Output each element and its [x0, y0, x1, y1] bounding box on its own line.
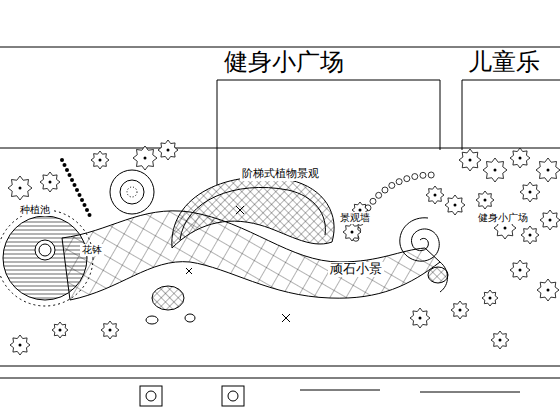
tree-symbol — [426, 186, 444, 204]
walkway — [62, 211, 440, 300]
tree-center — [19, 187, 22, 190]
tree-symbol — [510, 260, 530, 280]
tree-row — [60, 158, 434, 241]
shrub-dot — [85, 208, 89, 212]
area-label: 顽石小景 — [328, 262, 384, 277]
shrub-dot — [370, 198, 376, 204]
tree-symbol — [476, 191, 494, 209]
tree-center — [434, 194, 437, 197]
tree-center — [499, 339, 502, 342]
tree-center — [99, 159, 102, 162]
tree-symbol — [491, 331, 509, 349]
stepped-planting — [172, 177, 334, 248]
tree-center — [519, 157, 522, 160]
shrub-dot — [73, 183, 77, 187]
shrub-dot — [396, 179, 402, 185]
area-label: 花钵 — [80, 244, 104, 256]
trees — [8, 140, 560, 355]
area-label: 健身小广场 — [476, 212, 530, 224]
shrub-dot — [376, 192, 382, 198]
tree-center — [469, 159, 472, 162]
area-title: 儿童乐 — [466, 49, 542, 77]
tree-center — [109, 329, 112, 332]
area-label: 阶梯式植物景观 — [240, 168, 321, 181]
tree-symbol — [483, 158, 507, 182]
tree-symbol — [410, 308, 430, 328]
spiral-feature — [400, 218, 448, 292]
tree-symbol — [537, 279, 559, 301]
round-seating — [110, 170, 154, 214]
rocks — [146, 206, 448, 324]
tree-center — [419, 317, 422, 320]
area-title: 健身小广场 — [222, 49, 346, 77]
tree-center — [484, 199, 487, 202]
shrub-dot — [60, 158, 64, 162]
shrub-dot — [78, 193, 82, 197]
tree-center — [459, 309, 462, 312]
tree-center — [49, 181, 52, 184]
shrub-dot — [68, 173, 72, 177]
tree-center — [351, 231, 354, 234]
tree-symbol — [91, 151, 109, 169]
area-label: 景观墙 — [338, 212, 372, 224]
site-frame — [0, 47, 560, 366]
tree-symbol — [133, 146, 157, 170]
shrub-dot — [382, 187, 388, 193]
shrub-dot — [63, 163, 67, 167]
shrub-dot — [420, 172, 426, 178]
tree-symbol — [445, 195, 465, 215]
tree-center — [547, 169, 550, 172]
tree-center — [144, 157, 147, 160]
tree-symbol — [510, 148, 530, 168]
shrub-dot — [389, 182, 395, 188]
tree-center — [494, 169, 497, 172]
tree-symbol — [536, 158, 560, 182]
shrub-dot — [70, 178, 74, 182]
tree-symbol — [8, 176, 32, 200]
shrub-dot — [80, 198, 84, 202]
tree-center — [489, 297, 492, 300]
circular-plaza — [0, 210, 93, 306]
tree-symbol — [520, 182, 540, 202]
tree-center — [454, 204, 457, 207]
tree-center — [549, 219, 552, 222]
area-label: 种植池 — [18, 204, 52, 216]
tree-symbol — [101, 321, 119, 339]
tree-symbol — [158, 140, 178, 160]
shrub-dot — [412, 174, 418, 180]
shrub-dot — [428, 172, 434, 178]
tree-center — [167, 149, 170, 152]
tree-center — [19, 344, 22, 347]
tree-symbol — [343, 223, 361, 241]
tree-center — [529, 234, 532, 237]
tree-symbol — [52, 322, 68, 338]
tree-symbol — [540, 210, 560, 230]
shrub-dot — [88, 213, 92, 217]
shrub-dot — [404, 176, 410, 182]
tree-symbol — [40, 172, 60, 192]
tree-symbol — [521, 226, 539, 244]
tree-center — [504, 227, 507, 230]
tree-center — [519, 269, 522, 272]
shrub-dot — [75, 188, 79, 192]
shrub-dot — [65, 168, 69, 172]
tree-symbol — [459, 149, 481, 171]
tree-center — [529, 191, 532, 194]
tree-symbol — [451, 301, 469, 319]
shrub-dot — [83, 203, 87, 207]
building-edge — [0, 378, 560, 406]
tree-symbol — [482, 290, 498, 306]
tree-center — [59, 329, 62, 332]
tree-symbol — [10, 335, 30, 355]
tree-center — [547, 289, 550, 292]
